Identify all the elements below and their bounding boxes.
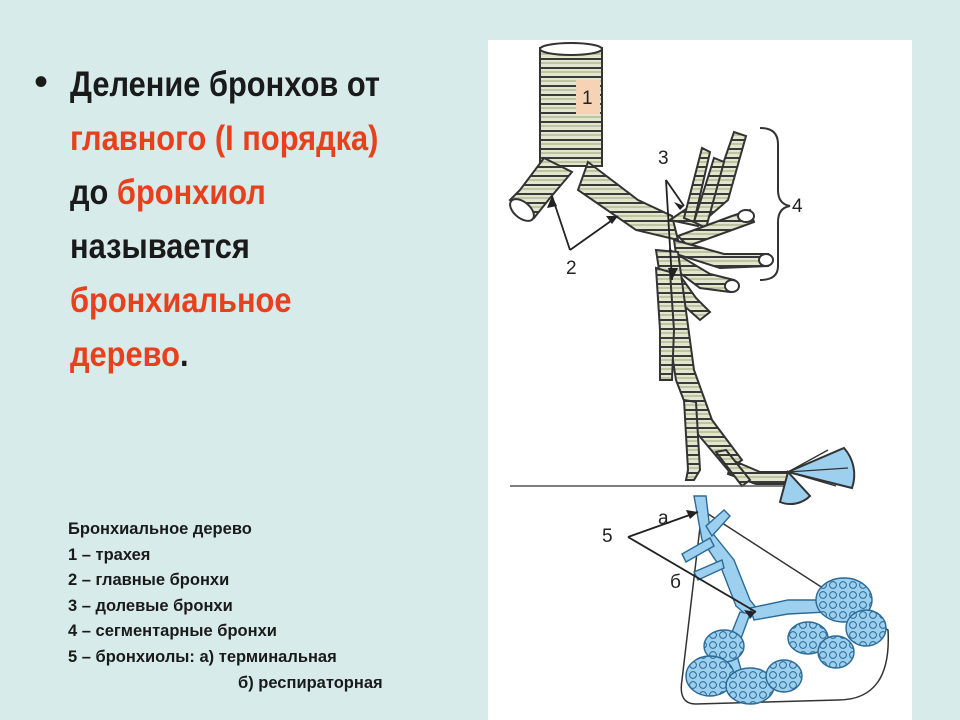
heading-line-6-suffix: . bbox=[179, 335, 189, 374]
legend: Бронхиальное дерево 1 – трахея 2 – главн… bbox=[68, 517, 448, 696]
heading-line-5: бронхиальное bbox=[70, 281, 292, 320]
legend-item-2: 2 – главные бронхи bbox=[68, 571, 230, 590]
right-main-bronchus bbox=[576, 160, 680, 242]
heading-line-1: Деление бронхов от bbox=[70, 65, 381, 104]
segmental-bracket bbox=[759, 127, 791, 281]
legend-item-1: 1 – трахея bbox=[68, 545, 151, 564]
label-2: 2 bbox=[566, 258, 577, 279]
heading-text: Деление бронхов от главного (I порядка) … bbox=[70, 58, 457, 382]
label-3: 3 bbox=[658, 148, 669, 169]
bronchial-tree-drawing: 1 bbox=[508, 42, 889, 705]
heading-line-2: главного (I порядка) bbox=[70, 119, 379, 158]
heading-line-6-accent: дерево bbox=[70, 335, 180, 374]
bullet-icon: • bbox=[34, 60, 49, 104]
legend-item-6: б) респираторная bbox=[238, 673, 383, 692]
label-a: а bbox=[658, 508, 669, 529]
heading-block: • Деление бронхов от главного (I порядка… bbox=[34, 58, 454, 382]
heading-line-4: называется bbox=[70, 227, 250, 266]
label-4: 4 bbox=[792, 196, 803, 217]
small-acinus bbox=[778, 446, 856, 505]
label-5: 5 bbox=[602, 526, 613, 547]
alveolar-sacs bbox=[685, 577, 887, 705]
bronchial-tree-figure: 1 bbox=[488, 40, 912, 720]
legend-item-5: 5 – бронхиолы: а) терминальная bbox=[68, 647, 337, 666]
label-b: б bbox=[670, 572, 681, 593]
segmental-bronchi bbox=[654, 248, 790, 488]
label-1-badge bbox=[576, 80, 600, 114]
legend-title: Бронхиальное дерево bbox=[68, 520, 252, 538]
legend-item-4: 4 – сегментарные бронхи bbox=[68, 622, 277, 641]
heading-line-3-accent: бронхиол bbox=[116, 173, 266, 212]
label-1: 1 bbox=[582, 88, 593, 109]
pointer-arrowheads bbox=[547, 196, 756, 618]
legend-item-3: 3 – долевые бронхи bbox=[68, 596, 233, 615]
heading-line-3-prefix: до bbox=[70, 173, 117, 212]
